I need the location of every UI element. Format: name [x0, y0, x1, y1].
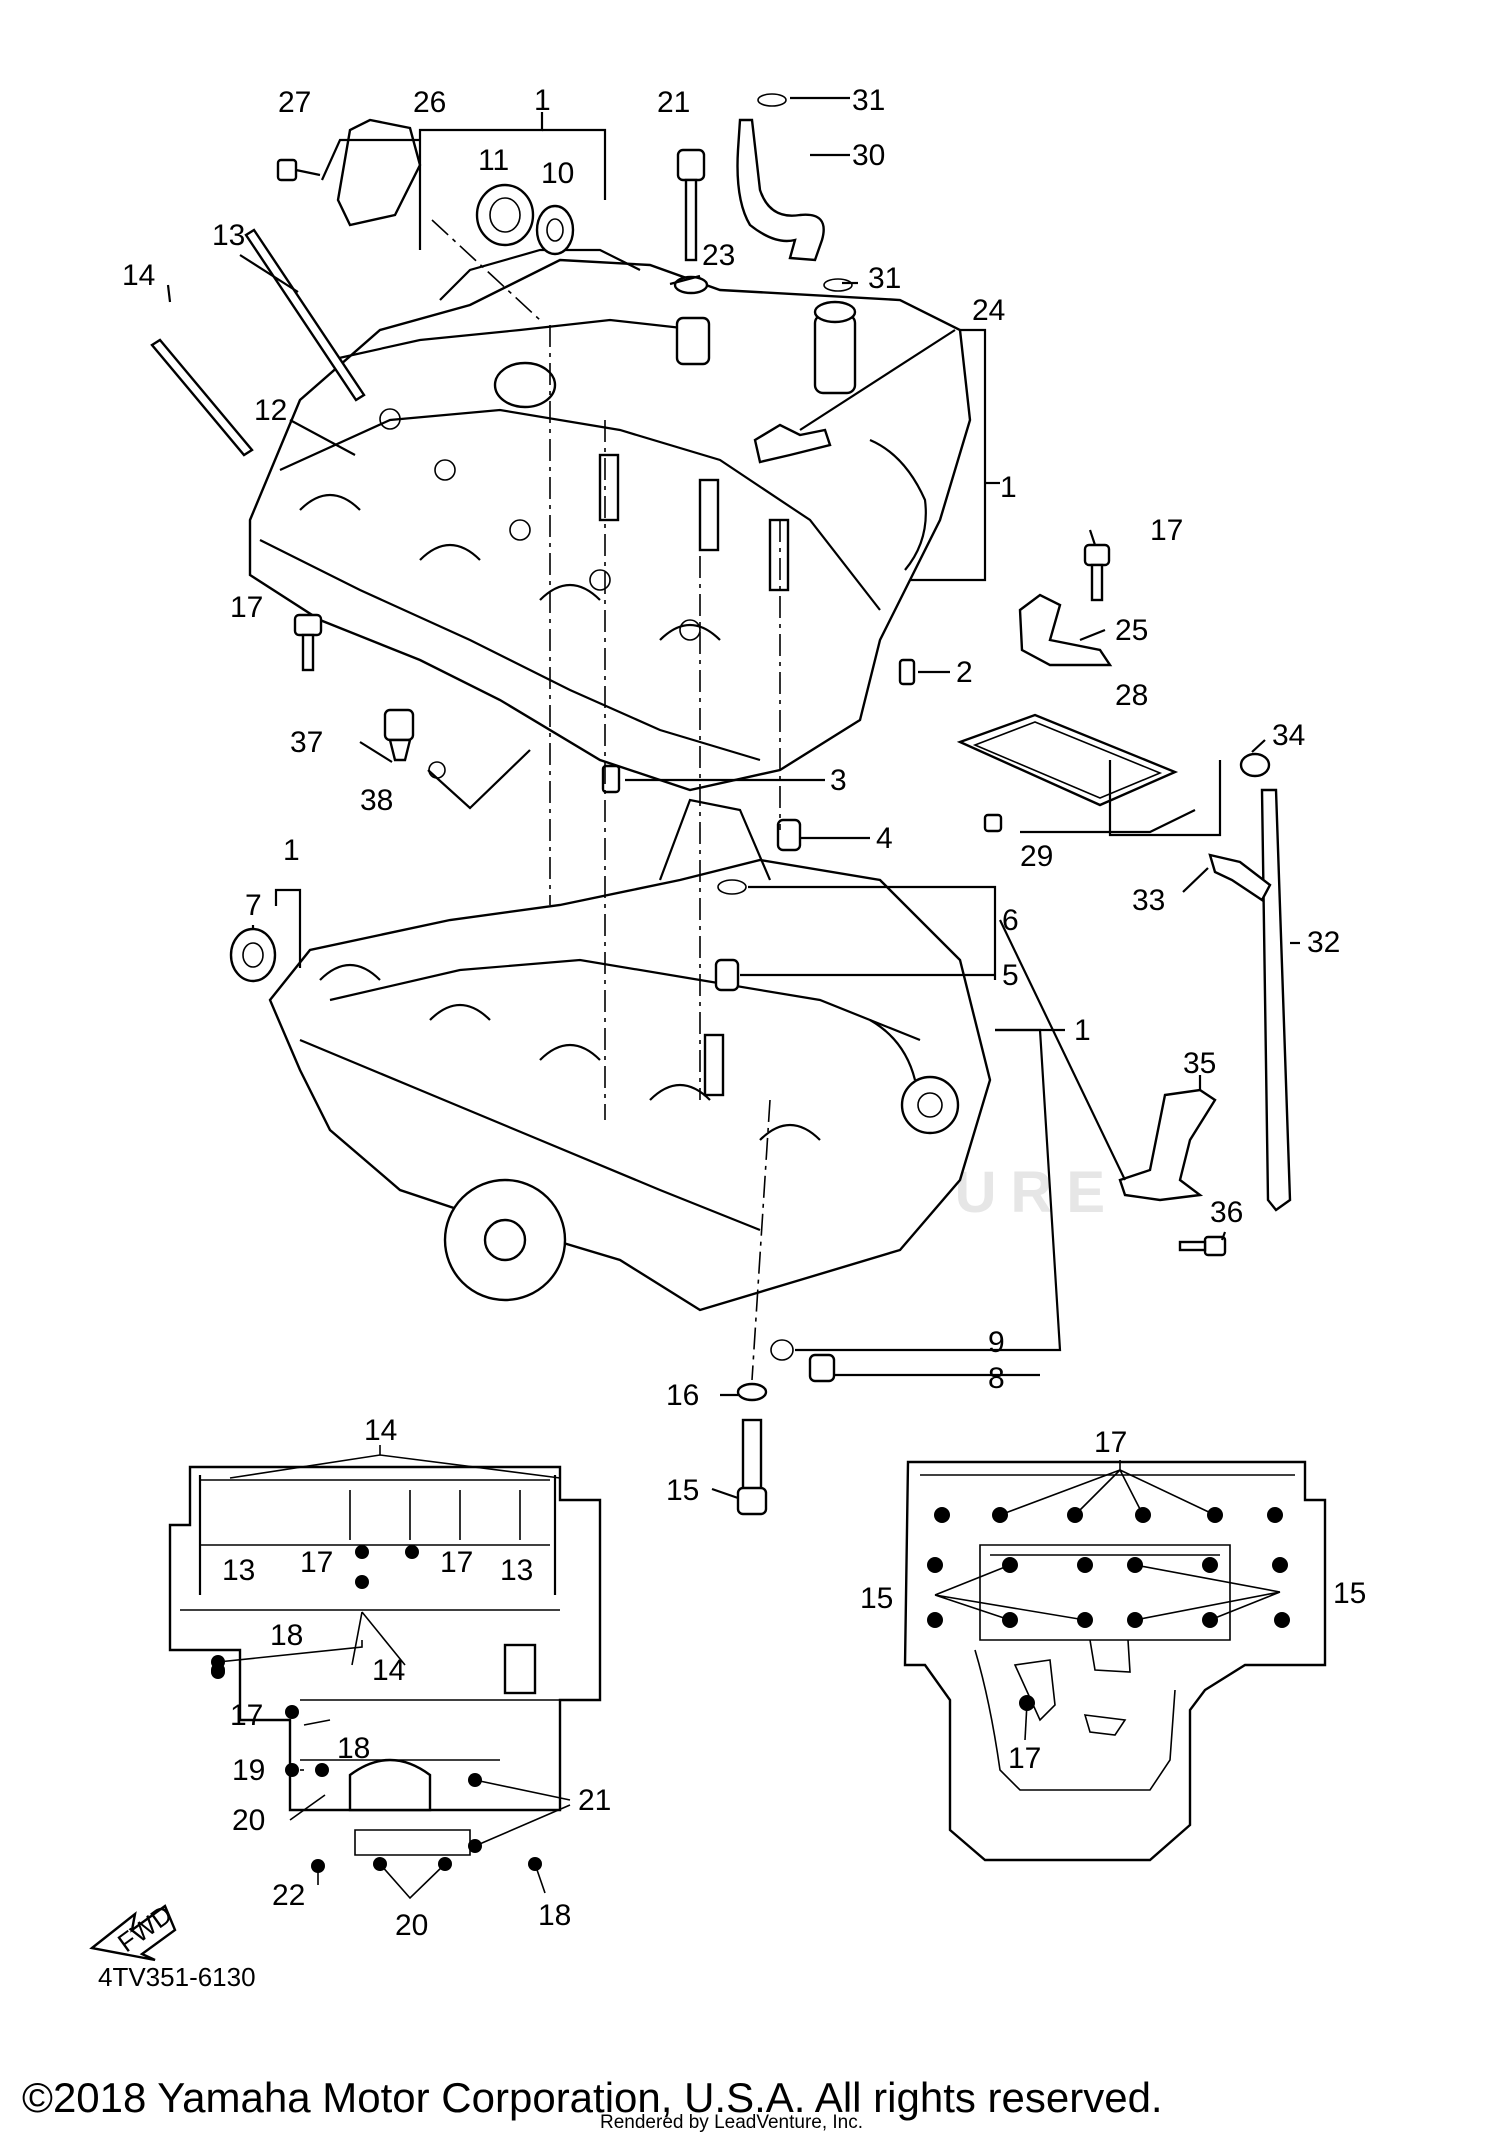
left-callout-17-right: 17 — [440, 1546, 473, 1579]
callout-1-left-lower: 1 — [283, 834, 300, 867]
fwd-arrow — [89, 1904, 177, 1962]
callout-1-right-upper: 1 — [1000, 471, 1017, 504]
left-callout-18-mid: 18 — [337, 1732, 370, 1765]
left-callout-18-bottom: 18 — [538, 1899, 571, 1932]
right-view-callouts: 17 15 15 17 — [860, 1426, 1366, 1775]
callout-5: 5 — [1002, 959, 1019, 992]
callout-3: 3 — [830, 764, 847, 797]
callout-30: 30 — [852, 139, 885, 172]
leader-lines — [166, 96, 1300, 1500]
callout-2: 2 — [956, 656, 973, 689]
upper-crankcase — [248, 248, 972, 792]
callout-17-right: 17 — [1150, 514, 1183, 547]
left-callout-13-right: 13 — [500, 1554, 533, 1587]
small-parts — [150, 93, 1292, 1516]
callout-4: 4 — [876, 822, 893, 855]
callout-33: 33 — [1132, 884, 1165, 917]
lower-crankcase — [268, 798, 992, 1312]
callout-7: 7 — [245, 889, 262, 922]
callout-35: 35 — [1183, 1047, 1216, 1080]
right-bolt-pattern-view — [903, 1460, 1327, 1862]
left-callout-14-top: 14 — [364, 1414, 397, 1447]
callout-23: 23 — [702, 239, 735, 272]
callout-32: 32 — [1307, 926, 1340, 959]
rendered-by-text: Rendered by LeadVenture, Inc. — [600, 2112, 863, 2133]
callout-36: 36 — [1210, 1196, 1243, 1229]
right-callout-15-right: 15 — [1333, 1577, 1366, 1610]
left-callout-13-left: 13 — [222, 1554, 255, 1587]
left-callout-14-mid: 14 — [372, 1654, 405, 1687]
callout-6: 6 — [1002, 904, 1019, 937]
callout-34: 34 — [1272, 719, 1305, 752]
callout-12: 12 — [254, 394, 287, 427]
callout-8: 8 — [988, 1362, 1005, 1395]
callout-14: 14 — [122, 259, 155, 292]
left-callout-18-top: 18 — [270, 1619, 303, 1652]
callout-16: 16 — [666, 1379, 699, 1412]
callout-28: 28 — [1115, 679, 1148, 712]
left-callout-20-bottom: 20 — [395, 1909, 428, 1942]
callout-9: 9 — [988, 1326, 1005, 1359]
callout-31-top: 31 — [852, 84, 885, 117]
callout-25: 25 — [1115, 614, 1148, 647]
callout-29: 29 — [1020, 840, 1053, 873]
main-callouts: 1 1 1 1 2 3 4 5 6 7 8 9 10 11 12 13 14 1… — [122, 84, 1340, 1507]
callout-1-right-lower: 1 — [1074, 1014, 1091, 1047]
callout-15: 15 — [666, 1474, 699, 1507]
callout-37: 37 — [290, 726, 323, 759]
left-callout-20-left: 20 — [232, 1804, 265, 1837]
left-bolt-pattern-view: FWD — [89, 1445, 602, 1962]
left-callout-21: 21 — [578, 1784, 611, 1817]
callout-1-top: 1 — [534, 84, 551, 117]
left-callout-22: 22 — [272, 1879, 305, 1912]
callout-24: 24 — [972, 294, 1005, 327]
callout-27: 27 — [278, 86, 311, 119]
callout-17-left: 17 — [230, 591, 263, 624]
right-callout-15-left: 15 — [860, 1582, 893, 1615]
left-callout-17-left: 17 — [300, 1546, 333, 1579]
left-callout-19: 19 — [232, 1754, 265, 1787]
right-callout-17-bottom: 17 — [1008, 1742, 1041, 1775]
callout-10: 10 — [541, 157, 574, 190]
right-callout-17-top: 17 — [1094, 1426, 1127, 1459]
left-callout-17-low: 17 — [230, 1699, 263, 1732]
callout-11: 11 — [478, 144, 509, 177]
callout-38: 38 — [360, 784, 393, 817]
callout-31-lower: 31 — [868, 262, 901, 295]
callout-26: 26 — [413, 86, 446, 119]
copyright-text: ©2018 Yamaha Motor Corporation, U.S.A. A… — [22, 2074, 1163, 2121]
part-code: 4TV351-6130 — [98, 1962, 256, 1992]
callout-13: 13 — [212, 219, 245, 252]
left-view-callouts: 14 13 17 17 13 18 14 17 18 19 20 21 22 2… — [222, 1414, 611, 1942]
callout-21: 21 — [657, 86, 690, 119]
